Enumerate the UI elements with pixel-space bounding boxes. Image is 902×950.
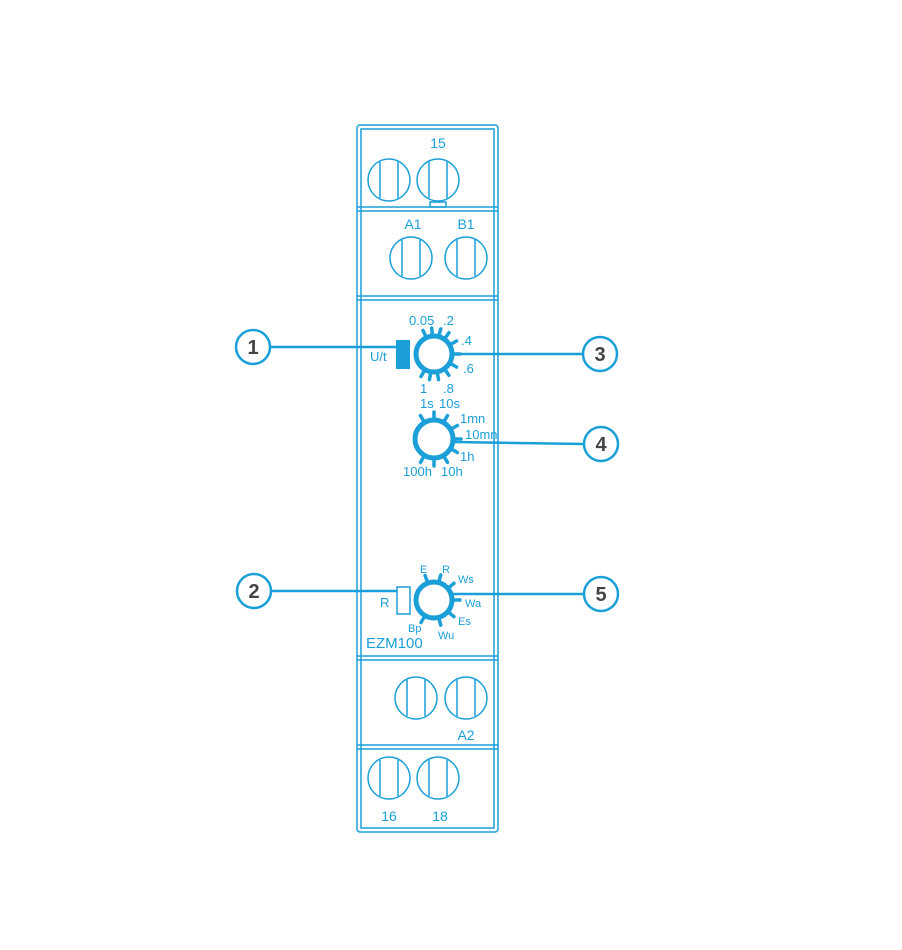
callout-3: 3 (581, 335, 619, 373)
callout-5: 5 (582, 575, 620, 613)
dial-function-label: Ws (458, 574, 474, 586)
dial-time-range[interactable] (412, 410, 463, 468)
callout-2: 2 (235, 572, 273, 610)
callout-number: 1 (247, 337, 258, 359)
terminal-screw[interactable] (444, 676, 488, 720)
callout-number: 2 (248, 581, 259, 603)
dials (412, 326, 463, 627)
dial-range-label: 100h (403, 464, 432, 479)
terminal-screw[interactable] (416, 756, 460, 800)
callout-lines (270, 345, 585, 596)
dial-function-label: Wa (465, 598, 482, 610)
callout-1: 1 (234, 328, 272, 366)
terminal-b1-label: B1 (457, 216, 474, 232)
reset-label: R (380, 595, 389, 610)
terminal-screw[interactable] (367, 756, 411, 800)
dial-function-label: Bp (408, 623, 421, 635)
callout-4: 4 (582, 425, 620, 463)
dial-function-label: Wu (438, 630, 454, 642)
dial-range-label: 10h (441, 464, 463, 479)
dial-function-label: Es (458, 616, 471, 628)
dial-range-label: 1h (460, 449, 474, 464)
dial-range-label: 10s (439, 396, 460, 411)
callout-number: 5 (595, 584, 606, 606)
model-label: EZM100 (366, 635, 423, 652)
callout-number: 4 (595, 434, 607, 456)
terminal-16-label: 16 (381, 808, 397, 824)
dial-range-label: 10mn (465, 427, 498, 442)
dial-fine-label: .6 (463, 361, 474, 376)
callout-number: 3 (594, 344, 605, 366)
dial-fine-label: 1 (420, 381, 427, 396)
terminal-screw[interactable] (389, 236, 433, 280)
terminal-15-label: 15 (430, 135, 446, 151)
terminal-screw[interactable] (394, 676, 438, 720)
dial-fine-label: .4 (461, 333, 472, 348)
reset-button[interactable] (396, 586, 411, 615)
device-outline (356, 124, 499, 833)
terminal-screw[interactable] (444, 236, 488, 280)
terminal-18-label: 18 (432, 808, 448, 824)
dial-function-label: R (442, 564, 450, 576)
ut-label: U/t (370, 349, 387, 364)
dial-range-label: 1mn (460, 411, 485, 426)
dial-fine-time[interactable] (413, 326, 462, 382)
terminal-a2-label: A2 (457, 727, 474, 743)
dial-range-label: 1s (420, 396, 434, 411)
terminal-screw[interactable] (416, 158, 460, 202)
terminal-screw[interactable] (367, 158, 411, 202)
dial-fine-label: 0.05 (409, 313, 434, 328)
dial-fine-label: .2 (443, 313, 454, 328)
terminal-screws (367, 158, 488, 800)
ut-switch[interactable] (396, 340, 410, 369)
dial-function-label: E (420, 564, 427, 576)
dial-function[interactable] (413, 573, 462, 627)
terminal-a1-label: A1 (404, 216, 421, 232)
dial-fine-label: .8 (443, 381, 454, 396)
